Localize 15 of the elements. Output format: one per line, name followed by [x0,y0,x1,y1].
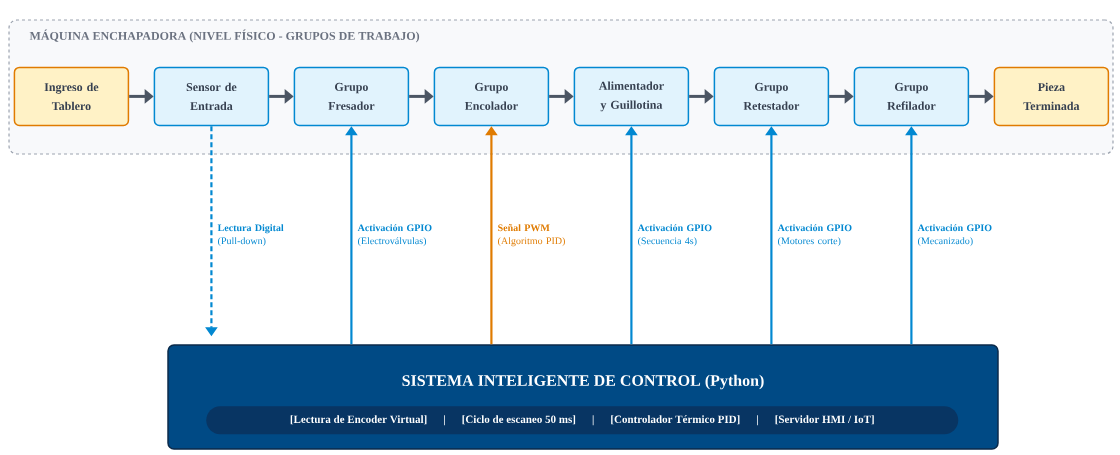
process-box: Alimentador y Guillotina [573,66,690,127]
edge-label: Activación GPIO (Mecanizado) [917,224,992,247]
edge-label: Señal PWM (Algoritmo PID) [498,224,565,247]
status-bar: [Lectura de Encoder Virtual] | [Ciclo de escaneo 50 ms] | [Controlador Térmico PID] | [Servidor HMI / IoT] [206,406,959,435]
edge-label: Activación GPIO (Electroválvulas) [357,224,432,247]
edge-label: Activación GPIO (Secuencia 4s) [637,224,712,247]
edge-label: Lectura Digital (Pull-down) [217,224,284,247]
process-box: Grupo Fresador [293,66,410,127]
process-box: Pieza Terminada [993,66,1110,127]
edge-label: Activación GPIO (Motores corte) [777,224,852,247]
process-box: Ingreso de Tablero [13,66,130,127]
process-box: Grupo Encolador [433,66,550,127]
process-box: Sensor de Entrada [153,66,270,127]
process-box: Grupo Retestador [713,66,830,127]
process-box: Grupo Refilador [853,66,970,127]
